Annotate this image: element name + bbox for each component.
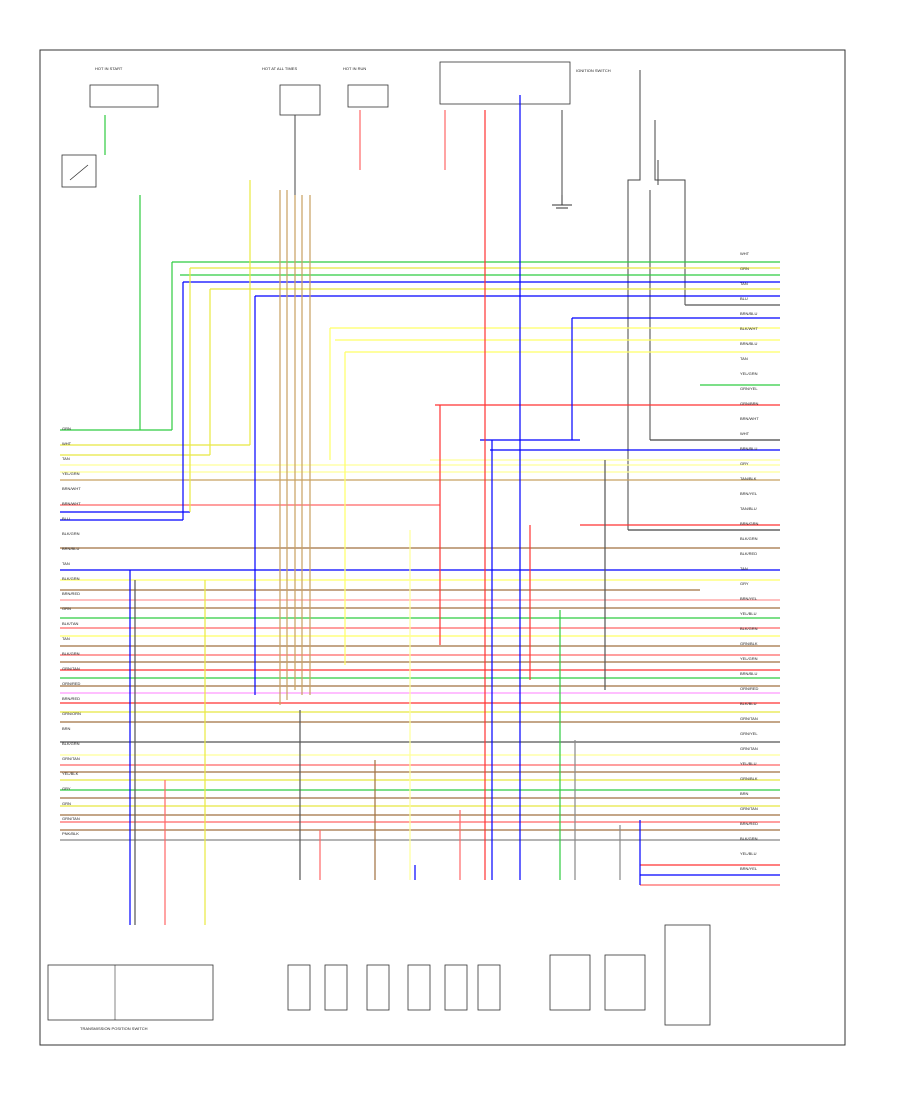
right-wire-label: BLK/GRN (740, 536, 758, 541)
top-fuse-box-2: HOT AT ALL TIMES (262, 66, 321, 116)
left-wire-label: GRN/TAN (62, 756, 80, 761)
right-wire-label: BRN/BLU (740, 671, 757, 676)
left-wire-label: WHT (62, 441, 72, 446)
top-fuse-box-1: HOT IN START (89, 66, 159, 108)
top-box-label-3: HOT IN RUN (343, 66, 366, 71)
left-wire-label: PNK/BLK (62, 831, 79, 836)
solenoid-box-1 (287, 964, 311, 1011)
right-wire-label: TAN (740, 281, 748, 286)
left-wire-label: BLK/GRN (62, 531, 80, 536)
right-wire-label: TAN/BLK (740, 476, 757, 481)
solenoid-box-6 (477, 964, 501, 1011)
left-wire-label: GRN (62, 801, 71, 806)
left-wire-label: BLK/TAN (62, 621, 78, 626)
solenoid-box-3 (366, 964, 390, 1011)
left-wire-label: BRN/WHT (62, 486, 81, 491)
right-wire-label: YEL/BLU (740, 611, 757, 616)
right-wire-label: BRN/YEL (740, 866, 758, 871)
right-wire-label: BRN/BLU (740, 446, 757, 451)
left-wire-label: BLK/GRN (62, 741, 80, 746)
left-wire-label: BLU (62, 516, 70, 521)
left-switch (61, 154, 97, 188)
solenoid-box-2 (324, 964, 348, 1011)
left-wire-label: BRN/RED (62, 696, 80, 701)
right-wire-label: GRN/TAN (740, 716, 758, 721)
right-wire-label: GRN/YEL (740, 386, 758, 391)
top-fuse-box-3: HOT IN RUN (343, 66, 389, 108)
top-box-label-2: HOT AT ALL TIMES (262, 66, 297, 71)
left-wire-label: BRN/WHT (62, 501, 81, 506)
output-speed-sensor (549, 954, 591, 1011)
left-wire-label: TAN (62, 456, 70, 461)
right-wire-label: BRN/WHT (740, 416, 759, 421)
vertical-black-lines (294, 70, 686, 530)
left-wire-label: BRN (62, 726, 71, 731)
right-wire-label: GRN/BLK (740, 641, 758, 646)
solenoid-box-5 (444, 964, 468, 1011)
left-wire-label: GRY (62, 786, 71, 791)
right-wire-label: GRN/TAN (740, 806, 758, 811)
diagram-frame (39, 49, 846, 1046)
right-wire-label: BRN/YEL (740, 596, 758, 601)
right-wire-label: GRY (740, 461, 749, 466)
ignition-switch-box: IGNITION SWITCH (439, 61, 611, 105)
left-wire-label: GRN (62, 426, 71, 431)
right-wire-label: GRN/TAN (740, 746, 758, 751)
right-wire-label: BRN/GRN (740, 521, 759, 526)
left-wire-label: GRN/TAN (62, 666, 80, 671)
right-wire-label: BLK/RED (740, 551, 757, 556)
right-wire-label: YEL/BLU (740, 851, 757, 856)
right-wire-label: ORN/RED (740, 686, 759, 691)
right-wire-label: TAN/BLU (740, 506, 757, 511)
right-wire-label: WHT (740, 251, 750, 256)
right-wire-label: BLK/WHT (740, 326, 758, 331)
right-wire-label: GRY (740, 581, 749, 586)
horizontal-wires (60, 261, 780, 886)
right-wire-label: GRN/YEL (740, 731, 758, 736)
left-wire-label: BLK/GRN (62, 651, 80, 656)
right-wire-label: TAN (740, 566, 748, 571)
left-wire-label: BRN/RED (62, 591, 80, 596)
left-wire-label: GRN/TAN (62, 816, 80, 821)
right-wire-label: BLU (740, 296, 748, 301)
trans-switch-label: TRANSMISSION POSITION SWITCH (80, 1026, 148, 1031)
left-wire-label: GRN (62, 606, 71, 611)
left-wire-label: ORN/RED (62, 681, 81, 686)
right-wire-label: GRN (740, 266, 749, 271)
right-wire-label: BRN (740, 791, 749, 796)
right-wire-label: YEL/GRN (740, 656, 758, 661)
left-wire-label: BRN/BLU (62, 546, 79, 551)
top-box-label-1: HOT IN START (95, 66, 123, 71)
right-wire-label: BRN/RED (740, 821, 758, 826)
right-wire-label: TAN (740, 356, 748, 361)
pcm-box (664, 924, 711, 1026)
solenoid-box-4 (407, 964, 431, 1011)
left-wire-label: TAN (62, 636, 70, 641)
left-wire-label: TAN (62, 561, 70, 566)
right-wire-label: BLK/GRN (740, 626, 758, 631)
right-wire-label: BRN/BLU (740, 341, 757, 346)
right-wire-label: GRN/BLK (740, 776, 758, 781)
right-wire-label: YEL/GRN (740, 371, 758, 376)
right-wire-label: BRN/YEL (740, 491, 758, 496)
right-wire-label: WHT (740, 431, 750, 436)
right-wire-label: GRN/BRN (740, 401, 759, 406)
right-wire-label: BLK/BLU (740, 701, 757, 706)
left-wire-label: BLK/GRN (62, 576, 80, 581)
right-wire-label: YEL/BLU (740, 761, 757, 766)
left-wire-label: YEL/GRN (62, 471, 80, 476)
right-wire-label: BRN/BLU (740, 311, 757, 316)
right-wire-label: BLK/GRN (740, 836, 758, 841)
left-wire-label: GRN/ORN (62, 711, 81, 716)
ignition-switch-label: IGNITION SWITCH (576, 68, 611, 73)
input-speed-sensor (604, 954, 646, 1011)
vertical-wires (104, 95, 641, 925)
ground-icon (552, 195, 572, 209)
left-wire-label: YEL/BLK (62, 771, 79, 776)
transmission-switch-box: TRANSMISSION POSITION SWITCH (47, 964, 214, 1031)
